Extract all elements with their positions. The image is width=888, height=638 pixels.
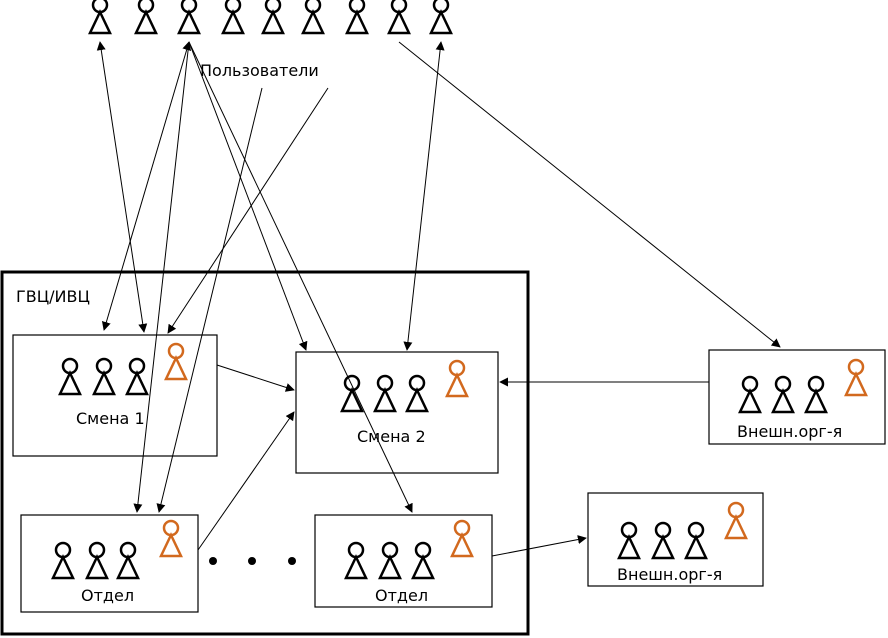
arrow-user3-dept-left [133,41,190,513]
dept-right-box [314,514,493,608]
arrow-user3-shift2 [188,41,308,351]
arrow-user8-ext-top [398,41,781,348]
users-group [88,0,453,35]
arrow-user3-shift1 [101,41,192,331]
person-icon [345,0,369,35]
person-icon [429,0,453,35]
connections [96,41,781,557]
gvc-ivc-label: ГВЦ/ИВЦ [16,287,90,306]
ext-org-bottom-label: Внешн.орг-я [617,565,722,584]
dept-right-label: Отдел [375,586,428,605]
dept-left-label: Отдел [81,586,134,605]
users-label: Пользователи [200,61,319,80]
person-icon [221,0,245,35]
arrow-shift1-shift2 [216,364,295,392]
person-icon [177,0,201,35]
person-icon [301,0,325,35]
arrow-user5-dept-left [156,87,263,513]
shift-2-label: Смена 2 [357,427,426,446]
person-icon [134,0,158,35]
ellipsis-dots [209,557,296,565]
shift-2-box [295,351,499,474]
arrow-user1-shift1 [96,41,148,333]
ext-org-bottom-box [587,492,764,587]
ext-org-top-label: Внешн.орг-я [737,422,842,441]
arrow-dept-left-shift2 [197,411,295,551]
arrow-user3-dept-right [188,41,413,513]
person-icon [261,0,285,35]
person-icon [387,0,411,35]
arrow-user7-shift1 [167,87,329,334]
arrow-dept-right-ext-bottom [491,535,587,557]
shift-1-box [12,334,218,457]
shift-1-label: Смена 1 [76,409,145,428]
dept-left-box [20,514,199,613]
gvc-ivc-frame [0,270,530,636]
arrow-user9-shift2 [403,41,445,351]
person-icon [88,0,112,35]
ext-org-top-box [708,349,886,445]
